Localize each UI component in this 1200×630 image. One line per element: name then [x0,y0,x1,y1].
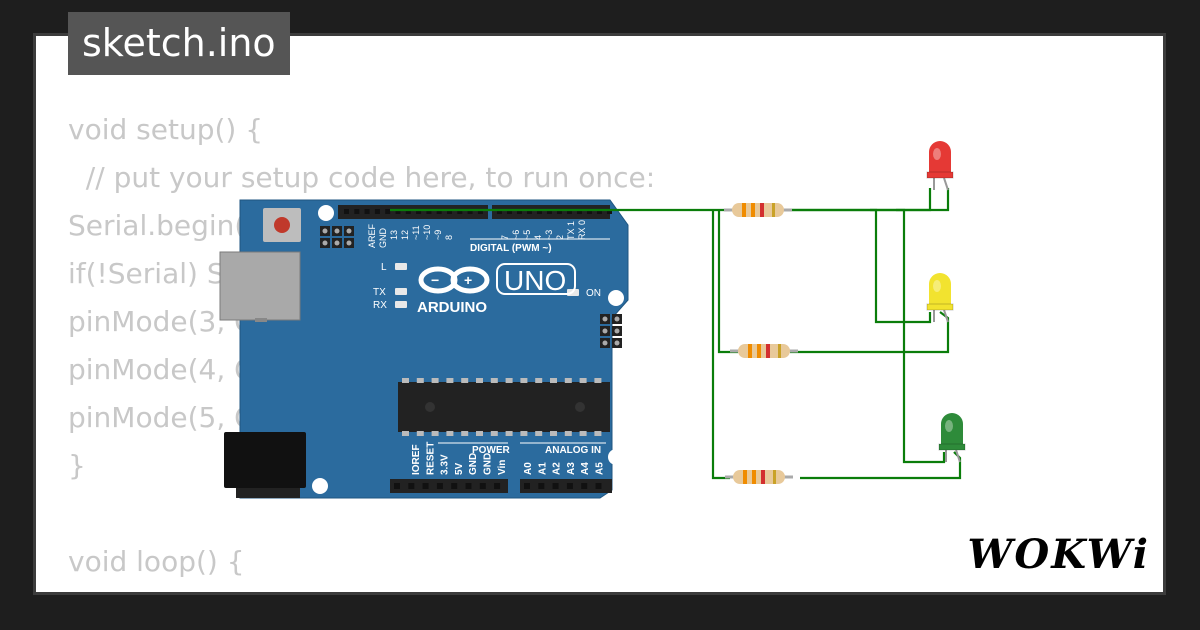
green-led[interactable] [938,413,966,463]
mounting-hole [608,290,624,306]
digital-pin-label: ~5 [522,230,532,240]
power-jack [224,432,306,488]
analog-pin-label: A0 [523,462,534,475]
analog-pin-label: A4 [580,462,591,475]
digital-pin-label: ~10 [422,225,432,240]
resistor[interactable] [724,203,792,217]
digital-pin-label: ~9 [433,230,443,240]
analog-pin-label: A1 [537,462,548,475]
analog-pin-label: A5 [595,462,606,475]
digital-pin-label: 12 [400,230,410,240]
file-name-tab[interactable]: sketch.ino [68,12,290,75]
digital-pin-label: 4 [533,235,543,240]
code-line: } [68,449,86,482]
power-pin-label: IOREF [411,444,422,475]
svg-text:−: − [431,272,439,288]
power-pin-label: GND [468,453,479,475]
digital-pin-label: 2 [555,235,565,240]
digital-pin-label: ~3 [544,230,554,240]
wire [870,208,932,324]
icsp-header [600,314,622,348]
code-line: void loop() { [68,545,245,578]
power-pin-label: GND [483,453,494,475]
mounting-hole [608,449,624,465]
mounting-hole [312,478,328,494]
digital-pin-label: AREF [367,223,377,248]
analog-header-label: ANALOG IN [545,445,601,456]
svg-text:+: + [464,272,472,288]
wire [800,451,962,480]
power-header [390,479,508,493]
wire [790,311,950,354]
digital-pin-label: TX 1 [566,221,576,240]
code-line: void setup() { [68,113,264,146]
red-led[interactable] [926,141,954,191]
digital-pin-label: ~6 [511,230,521,240]
digital-pin-label: ~11 [411,225,421,240]
board-led-tx [395,288,407,295]
mounting-hole [318,205,334,221]
wokwi-logo: WOKWi [967,531,1150,578]
code-line: // put your setup code here, to run once… [68,161,656,194]
board-led-label: L [381,262,387,273]
analog-pin-label: A3 [566,462,577,475]
board-led-l [395,263,407,270]
analog-header [520,479,612,493]
digital-pin-label: 13 [389,230,399,240]
digital-header-left [338,205,488,219]
usb-port [219,251,301,321]
power-pin-label: Vin [497,460,508,475]
resistor[interactable] [725,470,793,484]
icsp-header [320,226,354,248]
digital-pin-label: 8 [444,235,454,240]
power-pin-label: RESET [425,442,436,475]
resistor[interactable] [730,344,798,358]
uno-model-label: UNO [504,265,566,296]
power-pin-label: 5V [454,462,465,475]
digital-pin-label: 7 [500,235,510,240]
power-pin-label: 3.3V [440,454,451,475]
wire [717,210,738,354]
arduino-brand-label: ARDUINO [417,299,487,316]
board-led-label: TX [373,287,386,298]
board-led-label: RX [373,300,387,311]
digital-pin-label: RX 0 [577,220,587,240]
arduino-logo: − + ARDUINO [417,266,490,316]
digital-pin-label: GND [378,228,388,249]
digital-header-label: DIGITAL (PWM ~) [470,243,552,254]
wire [940,188,950,212]
board-led-rx [395,301,407,308]
board-led-label: ON [586,288,601,299]
wire [711,210,730,480]
wire [896,208,946,464]
yellow-led[interactable] [926,273,954,323]
power-header-label: POWER [472,445,511,456]
uno-badge [496,263,576,295]
analog-pin-label: A2 [552,462,563,475]
wire [785,188,932,212]
